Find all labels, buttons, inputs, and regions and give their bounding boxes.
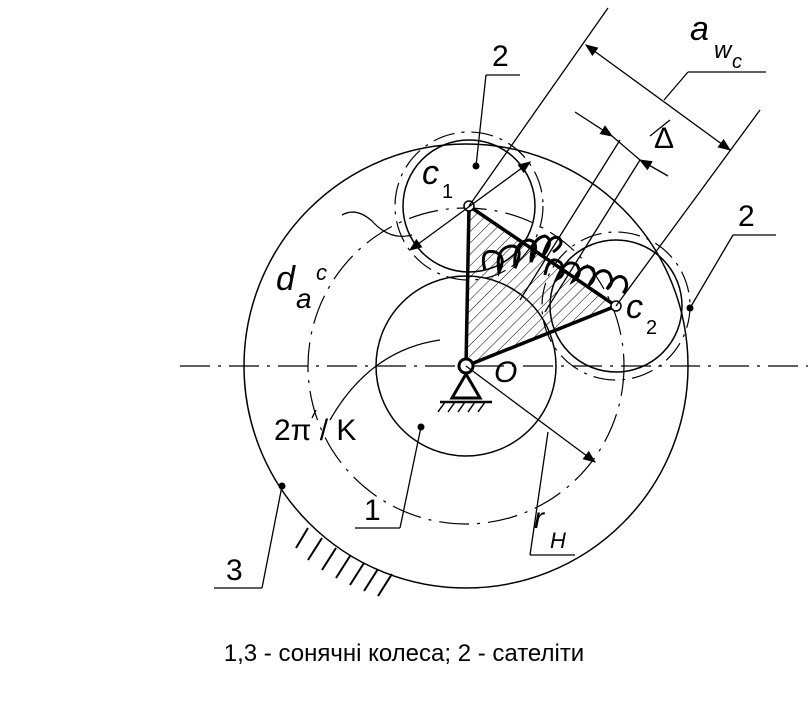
carrier-triangle — [466, 206, 616, 366]
label-tip-diameter: d — [276, 260, 296, 298]
label-planet-right: 2 — [738, 200, 755, 233]
label-planet-center-1-sub: 1 — [442, 181, 453, 203]
label-carrier-radius: r — [534, 502, 545, 535]
angle-leader — [329, 339, 441, 421]
carrier-radius-dimension — [465, 365, 597, 556]
leader-dot-sun — [417, 423, 425, 431]
clearance-dimension — [519, 111, 671, 313]
teeth-sketch-right — [543, 258, 629, 295]
leader-dot-planet-right — [686, 304, 694, 312]
label-center-o: O — [494, 356, 517, 389]
label-planet-center-2-sub: 2 — [646, 317, 657, 339]
label-tip-diameter-sup: c — [316, 260, 327, 285]
carrier-arm-right — [465, 304, 617, 368]
label-ring-gear: 3 — [226, 554, 243, 587]
leader-lines — [214, 74, 776, 589]
angle-arc-tick — [311, 409, 317, 419]
label-center-distance-sub: w — [714, 37, 733, 64]
tip-diameter-dimension — [341, 161, 532, 251]
label-angle: 2π / K — [274, 414, 356, 447]
pivot-support — [449, 371, 483, 400]
figure-caption: 1,3 - сонячні колеса; 2 - сателіти — [223, 640, 585, 667]
label-planet-top: 2 — [492, 40, 509, 73]
label-planet-center-2: c — [626, 288, 643, 326]
label-center-distance: a — [690, 10, 709, 48]
planet-gear-top-tip-circle — [394, 131, 544, 281]
pivot-ground-hatch — [437, 401, 486, 413]
label-tip-diameter-sub: a — [296, 283, 312, 314]
label-planet-center-1: c — [422, 154, 439, 192]
label-sun-gear: 1 — [364, 494, 381, 527]
ring-gear-circle — [243, 143, 689, 589]
label-carrier-radius-sub: H — [550, 528, 566, 553]
label-center-distance-subsub: c — [732, 51, 742, 73]
ring-ground-hatch — [295, 527, 393, 597]
leader-dot-planet-top — [472, 162, 480, 170]
label-clearance: Δ — [654, 122, 674, 155]
leader-dot-ring — [278, 482, 286, 490]
